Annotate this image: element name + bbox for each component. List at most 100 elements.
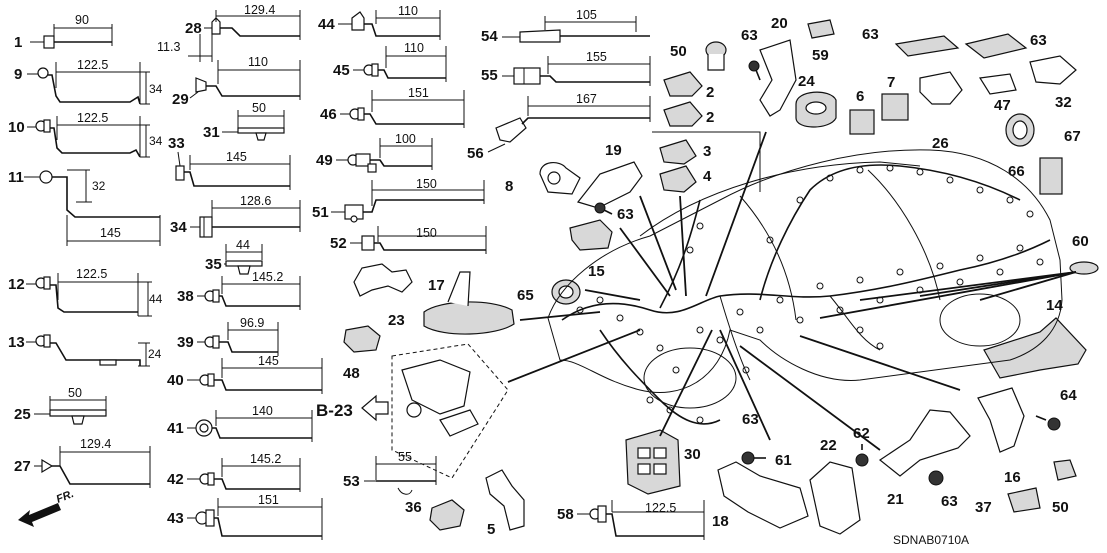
callout-47: 30 [684,446,701,463]
callout-65: 65 [517,287,534,304]
part-group-55: 55 155 [481,50,651,86]
dimension-43-length: 151 [258,493,279,507]
part-group-40: 40 145 [167,354,323,394]
component-57: 48 [343,325,381,382]
callout-67: 67 [1064,128,1081,145]
callout-59: 59 [812,47,829,64]
part-group-51: 51 150 [312,177,485,223]
part-group-10: 10 122.5 34 [8,111,163,158]
callout-60: 60 [1072,233,1089,250]
part-group-9: 9 122.5 34 [14,58,163,105]
component-63-b: 63 [741,27,761,81]
component-47: 30 [625,429,701,495]
callout-36: 36 [405,499,422,516]
dimension-1-length: 90 [75,13,89,27]
dimension-9-length: 122.5 [77,58,108,72]
dimension-34-length: 128.6 [240,194,271,208]
dimension-53-length: 55 [398,450,412,464]
callout-28: 28 [185,20,202,37]
part-group-42: 42 145.2 [167,452,301,492]
callout-18: 18 [712,513,729,530]
part-group-13: 13 24 [8,334,162,367]
callout-10: 10 [8,119,25,136]
callout-52: 52 [330,235,347,252]
part-group-44: 44 110 [318,4,441,40]
callout-29: 29 [172,91,189,108]
component-64: 64 [1035,387,1077,431]
dimension-28-offset: 11.3 [157,40,180,54]
part-group-12: 12 122.5 44 [8,267,163,317]
dimension-11-height: 32 [92,179,106,193]
callout-30: 50 [670,43,687,60]
callout-38: 38 [177,288,194,305]
component-5: 5 [485,469,525,538]
callout-2-b: 2 [706,109,714,126]
callout-48: 47 [994,97,1011,114]
front-direction-label: FR. [55,488,76,506]
dimension-42-length: 145.2 [250,452,281,466]
dimension-58-length: 122.5 [645,501,676,515]
callout-33: 33 [168,135,185,152]
component-65: 65 [517,279,581,305]
component-18: 18 [712,461,809,530]
dimension-35-length: 44 [236,238,250,252]
part-group-54: 54 105 [481,8,650,45]
callout-14: 14 [1046,297,1063,314]
part-group-38: 38 145.2 [177,270,301,310]
component-15: 15 [569,219,613,280]
callout-21: 21 [887,491,904,508]
dimension-39-length: 96.9 [240,316,264,330]
component-8: 8 [505,162,581,195]
part-group-58: 58 122.5 [557,500,705,540]
component-22: 22 [809,437,861,535]
dimension-11-length: 145 [100,226,121,240]
component-23: 23 [388,271,515,335]
component-60: 60 [1069,233,1099,275]
callout-63-c: 63 [941,493,958,510]
dimension-29-length: 110 [248,55,268,69]
component-50: 50 [1052,459,1077,516]
part-group-49: 49 100 [316,132,433,173]
component-30: 50 [670,41,727,71]
callout-25: 25 [14,406,31,423]
callout-15: 15 [588,263,605,280]
callout-24: 24 [798,73,815,90]
part-group-35: 35 44 [205,238,263,275]
callout-56: 56 [467,145,484,162]
part-group-34: 34 128.6 [170,194,301,238]
dimension-41-length: 140 [252,404,273,418]
dimension-9-height: 34 [149,82,163,96]
dimension-12-height: 44 [149,292,163,306]
part-group-43: 43 151 [167,493,323,540]
callout-35: 35 [205,256,222,273]
part-group-27: 27 129.4 [14,437,151,488]
reference-box-b23: B-23 [316,343,509,479]
callout-43: 43 [167,510,184,527]
dimension-10-length: 122.5 [77,111,108,125]
component-7: 7 [881,74,909,121]
component-6: 6 [849,88,875,135]
dimension-12-length: 122.5 [76,267,107,281]
callout-63-b: 63 [741,27,758,44]
component-66: 66 [1008,157,1063,195]
callout-55: 55 [481,67,498,84]
callout-63-d: 62 [853,425,870,442]
callout-26: 26 [932,135,949,152]
component-63-e: 61 [741,451,792,469]
component-63-f: 63 [742,411,759,428]
component-62: 63 [862,26,960,57]
callout-63-f: 63 [742,411,759,428]
callout-61: 63 [1030,32,1047,49]
dimension-10-height: 34 [149,134,163,148]
callout-7: 7 [887,74,895,91]
callout-20: 20 [771,15,788,32]
callout-22: 22 [820,437,837,454]
callout-57: 48 [343,365,360,382]
part-group-45: 45 110 [333,41,447,82]
callout-11: 11 [8,169,24,186]
dimension-27-length: 129.4 [80,437,111,451]
dimension-28-length: 129.4 [244,3,275,17]
callout-32: 32 [1055,94,1072,111]
callout-50: 50 [1052,499,1069,516]
callout-51: 51 [312,204,329,221]
